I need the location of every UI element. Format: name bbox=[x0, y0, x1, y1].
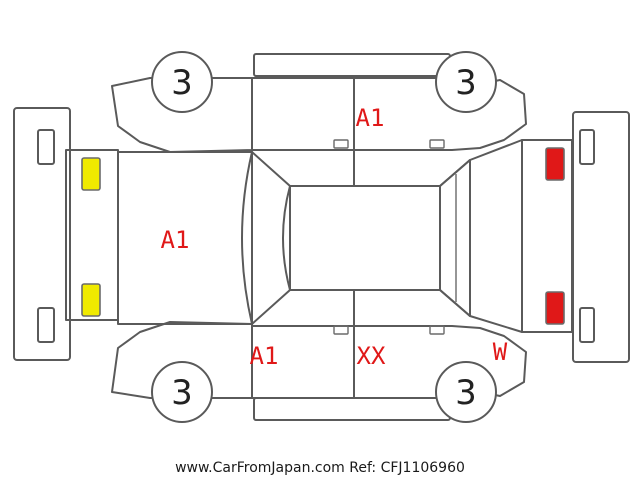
front-lamp-top bbox=[81, 157, 101, 191]
wheel-front-left-rating: 3 bbox=[171, 373, 193, 413]
rear-lamp-section bbox=[521, 139, 573, 333]
top-view-body bbox=[117, 139, 523, 333]
wheel-front-right: 3 bbox=[151, 51, 213, 113]
rear-bumper bbox=[572, 111, 630, 363]
front-bumper bbox=[13, 107, 71, 361]
wheel-front-left: 3 bbox=[151, 361, 213, 423]
wheel-rear-left: 3 bbox=[435, 361, 497, 423]
wheel-rear-left-rating: 3 bbox=[455, 373, 477, 413]
wheel-rear-right-rating: 3 bbox=[455, 63, 477, 103]
damage-code-hood: A1 bbox=[161, 226, 190, 254]
front-lamp-section bbox=[65, 149, 119, 321]
damage-code-right-side: A1 bbox=[356, 104, 385, 132]
rear-lamp-top bbox=[545, 147, 565, 181]
damage-code-left-front-door: A1 bbox=[250, 342, 279, 370]
damage-code-left-rear-door: XX bbox=[357, 342, 386, 370]
wheel-rear-right: 3 bbox=[435, 51, 497, 113]
damage-code-left-rear-quarter: W bbox=[493, 338, 508, 366]
wheel-front-right-rating: 3 bbox=[171, 63, 193, 103]
footer-caption: www.CarFromJapan.com Ref: CFJ1106960 bbox=[175, 460, 465, 476]
front-lamp-bottom bbox=[81, 283, 101, 317]
rear-lamp-bottom bbox=[545, 291, 565, 325]
